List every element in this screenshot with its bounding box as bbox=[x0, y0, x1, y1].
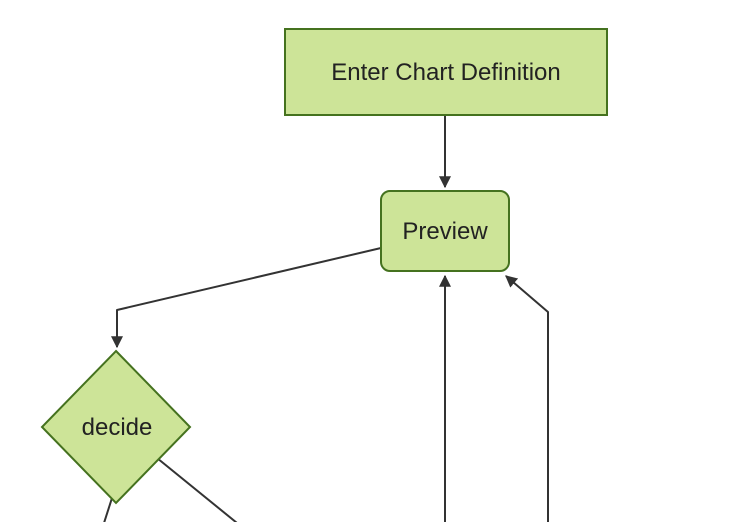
node-preview-shape bbox=[380, 190, 510, 272]
node-enter-chart-definition-shape bbox=[284, 28, 608, 116]
edge-decide-to-bottom-left bbox=[103, 497, 113, 522]
edge-bottom-right-to-preview bbox=[505, 275, 549, 522]
edge-decide-to-bottom-right bbox=[156, 457, 238, 522]
node-decide-shape bbox=[40, 349, 192, 505]
edge-preview-to-decide bbox=[111, 247, 382, 349]
